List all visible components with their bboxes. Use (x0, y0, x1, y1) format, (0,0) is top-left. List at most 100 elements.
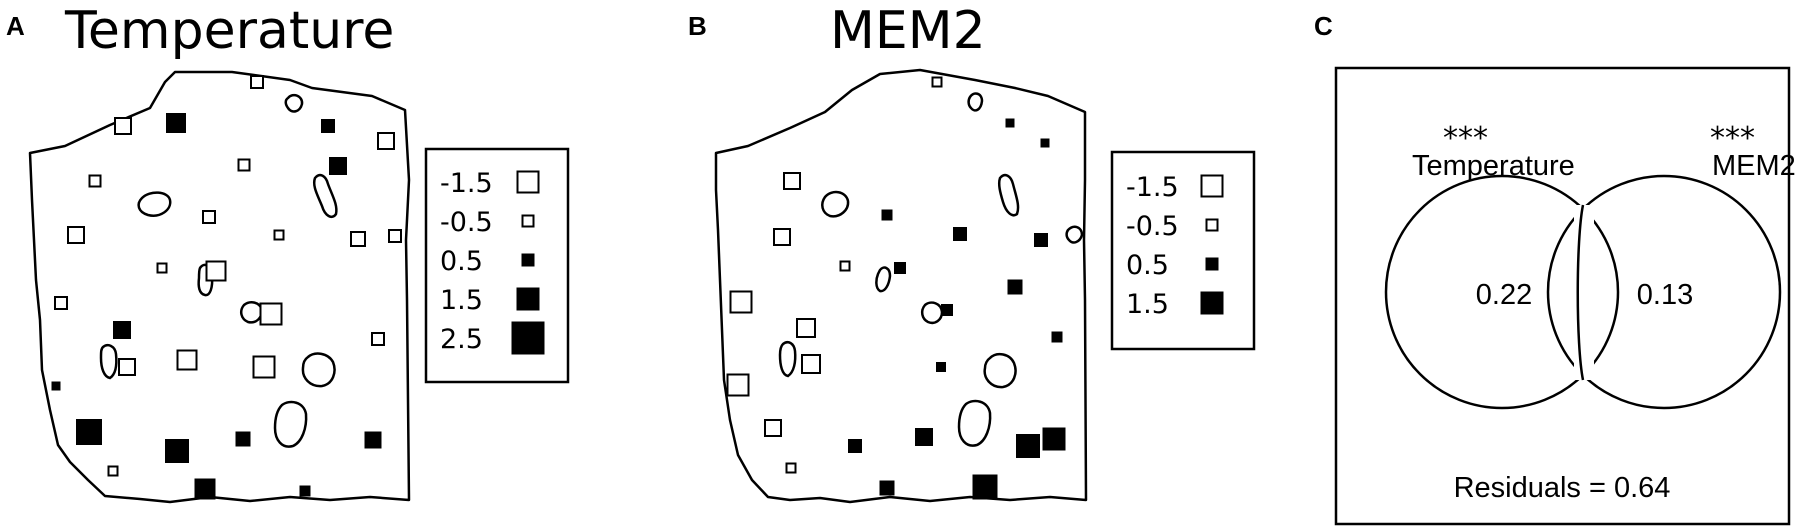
map-glyph (773, 228, 791, 246)
panel-c-letter: C (1314, 11, 1333, 41)
map-hole (301, 352, 336, 388)
panel-b-map-outline (714, 68, 1088, 504)
legend-label: -0.5 (440, 207, 493, 238)
map-glyph (848, 439, 862, 453)
panel-b-title: MEM2 (830, 1, 986, 61)
map-glyph (1042, 427, 1066, 451)
map-glyph (1051, 331, 1063, 343)
venn-right-label: MEM2 (1712, 150, 1796, 182)
venn-circle-temperature (1384, 174, 1620, 410)
map-glyph (936, 362, 946, 372)
map-glyph (729, 290, 753, 314)
map-glyph (76, 419, 102, 445)
map-glyph (114, 117, 132, 135)
map-glyph (350, 231, 366, 247)
map-glyph (194, 478, 216, 500)
map-glyph (796, 318, 816, 338)
legend-glyph (521, 253, 535, 267)
venn-residuals: Residuals = 0.64 (1454, 472, 1671, 504)
map-glyph (88, 174, 102, 188)
map-glyph (235, 431, 251, 447)
map-hole (821, 190, 850, 218)
map-glyph (915, 428, 933, 446)
map-glyph (165, 439, 189, 463)
map-glyph (1040, 138, 1050, 148)
map-glyph (881, 209, 893, 221)
map-hole (99, 344, 118, 380)
map-glyph (1007, 279, 1023, 295)
legend-glyph (1205, 218, 1219, 232)
panel-b-map-holes (778, 92, 1084, 447)
map-glyph (118, 358, 136, 376)
map-hole (875, 266, 892, 293)
legend-glyph (1200, 174, 1224, 198)
map-glyph (329, 157, 347, 175)
legend-glyph (521, 214, 535, 228)
map-glyph (156, 262, 168, 274)
venn-left-value: 0.22 (1476, 279, 1532, 311)
legend-glyph (516, 170, 540, 194)
map-glyph (51, 381, 61, 391)
map-glyph (785, 462, 797, 474)
map-glyph (839, 260, 851, 272)
venn-divider (1576, 204, 1585, 381)
legend-label: 0.5 (440, 246, 483, 277)
map-glyph (879, 480, 895, 496)
map-glyph (377, 132, 395, 150)
map-hole (957, 399, 992, 447)
map-glyph (113, 321, 131, 339)
map-hole (983, 352, 1017, 389)
map-glyph (250, 75, 264, 89)
legend-label: -0.5 (1126, 211, 1179, 242)
map-glyph (1034, 233, 1048, 247)
map-hole (313, 173, 338, 218)
panel-c: C *** Temperature *** MEM2 0.22 0.13 Res… (1314, 11, 1796, 526)
panel-b-legend: -1.5-0.50.51.5 (1126, 172, 1224, 320)
map-glyph (252, 355, 276, 379)
map-glyph (801, 354, 821, 374)
map-glyph (237, 158, 251, 172)
panel-a-title: Temperature (64, 1, 394, 61)
legend-glyph (516, 287, 540, 311)
map-hole (284, 93, 304, 113)
map-glyph (371, 332, 385, 346)
map-hole (137, 191, 172, 217)
map-glyph (1016, 434, 1040, 458)
venn-right-stars: *** (1710, 121, 1755, 156)
map-glyph (259, 302, 283, 326)
map-hole (967, 92, 984, 112)
map-glyph (67, 226, 85, 244)
map-glyph (894, 262, 906, 274)
map-glyph (953, 227, 967, 241)
map-glyph (1005, 118, 1015, 128)
legend-label: 0.5 (1126, 250, 1169, 281)
map-hole (273, 400, 308, 448)
legend-label: -1.5 (1126, 172, 1179, 203)
panel-a-glyphs (51, 75, 402, 500)
legend-glyph (511, 321, 545, 355)
legend-label: -1.5 (440, 168, 493, 199)
venn-right-value: 0.13 (1637, 279, 1693, 311)
map-hole (997, 173, 1020, 217)
venn-left-stars: *** (1443, 121, 1488, 156)
map-glyph (321, 119, 335, 133)
venn-frame (1334, 66, 1791, 526)
venn-left-label: Temperature (1412, 150, 1575, 182)
panel-b-legend-box (1110, 150, 1256, 351)
legend-label: 2.5 (440, 324, 483, 355)
panel-a-legend: -1.5-0.50.51.52.5 (440, 168, 545, 355)
map-glyph (166, 113, 186, 133)
map-glyph (107, 465, 119, 477)
map-glyph (726, 373, 750, 397)
panel-b-letter: B (688, 11, 707, 41)
map-glyph (364, 431, 382, 449)
legend-glyph (1205, 257, 1219, 271)
panel-b: B MEM2 -1.5-0.50.51.5 (688, 1, 1256, 504)
map-glyph (941, 304, 953, 316)
map-glyph (388, 229, 402, 243)
map-hole (778, 341, 797, 378)
map-glyph (202, 210, 216, 224)
panel-a-letter: A (6, 11, 25, 41)
map-hole (239, 301, 264, 324)
map-hole (920, 301, 944, 325)
